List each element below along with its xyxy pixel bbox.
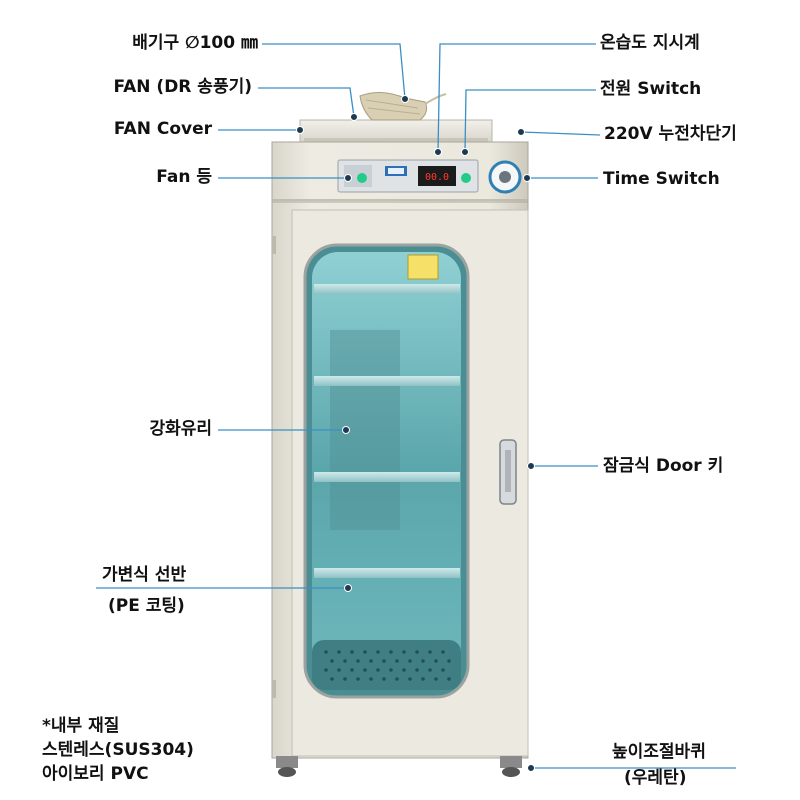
perforation-hole — [330, 677, 334, 681]
label-caster: 높이조절바퀴 — [612, 742, 706, 762]
perforation-hole — [382, 677, 386, 681]
label-fan-cover: FAN Cover — [113, 119, 212, 139]
perforation-hole — [421, 659, 425, 663]
leader-power — [464, 89, 596, 153]
leader-fan-dr — [258, 87, 355, 118]
label-exhaust: 배기구 ∅100 ㎜ — [132, 33, 258, 53]
perforation-hole — [389, 668, 393, 672]
door-latch — [499, 439, 517, 505]
leader-breaker — [520, 131, 601, 136]
perforation-hole — [389, 650, 393, 654]
perforation-hole — [447, 677, 451, 681]
perforation-hole — [376, 650, 380, 654]
power-switch-light — [461, 173, 471, 183]
perforation-hole — [434, 677, 438, 681]
perforation-hole — [428, 668, 432, 672]
control-panel: 00.0 — [337, 159, 479, 193]
material-note: *내부 재질 스텐레스(SUS304) 아이보리 PVC — [42, 714, 194, 786]
material-note-pvc: 아이보리 PVC — [42, 764, 149, 784]
time-switch-dial — [488, 160, 522, 194]
perforation-hole — [363, 668, 367, 672]
leader-breaker-dot — [517, 128, 525, 136]
perforation-hole — [350, 668, 354, 672]
perforation-hole — [395, 659, 399, 663]
leader-power-dot — [461, 148, 469, 156]
perforation-hole — [408, 677, 412, 681]
label-caster-sub: (우레탄) — [624, 768, 687, 788]
leader-fan-cover-dot — [296, 126, 304, 134]
perforation-hole — [343, 677, 347, 681]
leader-fan-lamp-dot — [344, 174, 352, 182]
perforation-hole — [441, 668, 445, 672]
callout-leader-lines — [96, 43, 736, 772]
leader-caster-dot — [527, 764, 535, 772]
perforation-hole — [421, 677, 425, 681]
exhaust-duct — [359, 92, 447, 121]
perforation-hole — [369, 677, 373, 681]
perforation-hole — [376, 668, 380, 672]
label-power: 전원 Switch — [600, 79, 702, 99]
label-shelf: 가변식 선반 — [102, 565, 187, 585]
label-shelf-sub: (PE 코팅) — [108, 596, 185, 616]
perforation-hole — [337, 668, 341, 672]
label-door-key: 잠금식 Door 키 — [603, 456, 724, 476]
perforation-hole — [408, 659, 412, 663]
perforation-hole — [447, 659, 451, 663]
perforation-hole — [402, 650, 406, 654]
label-fan-lamp: Fan 등 — [156, 167, 212, 187]
control-head — [271, 141, 529, 203]
perforation-hole — [363, 650, 367, 654]
leader-time-switch-dot — [523, 174, 531, 182]
perforation-hole — [350, 650, 354, 654]
leader-fan-dr-dot — [350, 113, 358, 121]
perforation-hole — [382, 659, 386, 663]
label-thermo: 온습도 지시계 — [600, 33, 700, 53]
perforation-hole — [428, 650, 432, 654]
perforation-hole — [343, 659, 347, 663]
leader-exhaust-dot — [401, 95, 409, 103]
perforation-hole — [356, 677, 360, 681]
perforation-hole — [434, 659, 438, 663]
tempered-glass-window — [303, 243, 470, 699]
perforation-hole — [324, 650, 328, 654]
leader-thermo-dot — [434, 148, 442, 156]
perforated-bottom-tray — [324, 650, 451, 681]
leader-exhaust — [262, 43, 406, 100]
thermo-display-readout: 00.0 — [425, 172, 449, 183]
label-breaker: 220V 누전차단기 — [604, 124, 737, 144]
perforation-hole — [369, 659, 373, 663]
perforation-hole — [395, 677, 399, 681]
perforation-hole — [356, 659, 360, 663]
perforation-hole — [415, 650, 419, 654]
perforation-hole — [402, 668, 406, 672]
label-time-switch: Time Switch — [603, 169, 720, 189]
fan-lamp-indicator — [357, 173, 367, 183]
perforation-hole — [324, 668, 328, 672]
caster-wheels — [276, 756, 522, 777]
leader-thermo — [437, 43, 596, 153]
leader-shelf-dot — [344, 584, 352, 592]
label-glass: 강화유리 — [149, 419, 212, 439]
material-note-stainless: 스텐레스(SUS304) — [42, 740, 194, 760]
perforation-hole — [415, 668, 419, 672]
material-note-title: *내부 재질 — [42, 716, 120, 736]
adjustable-shelves — [314, 284, 460, 578]
label-fan-dr: FAN (DR 송풍기) — [113, 77, 252, 97]
perforation-hole — [441, 650, 445, 654]
leader-door-key-dot — [527, 462, 535, 470]
fan-cover — [299, 119, 493, 143]
perforation-hole — [330, 659, 334, 663]
perforation-hole — [337, 650, 341, 654]
leader-glass-dot — [342, 426, 350, 434]
